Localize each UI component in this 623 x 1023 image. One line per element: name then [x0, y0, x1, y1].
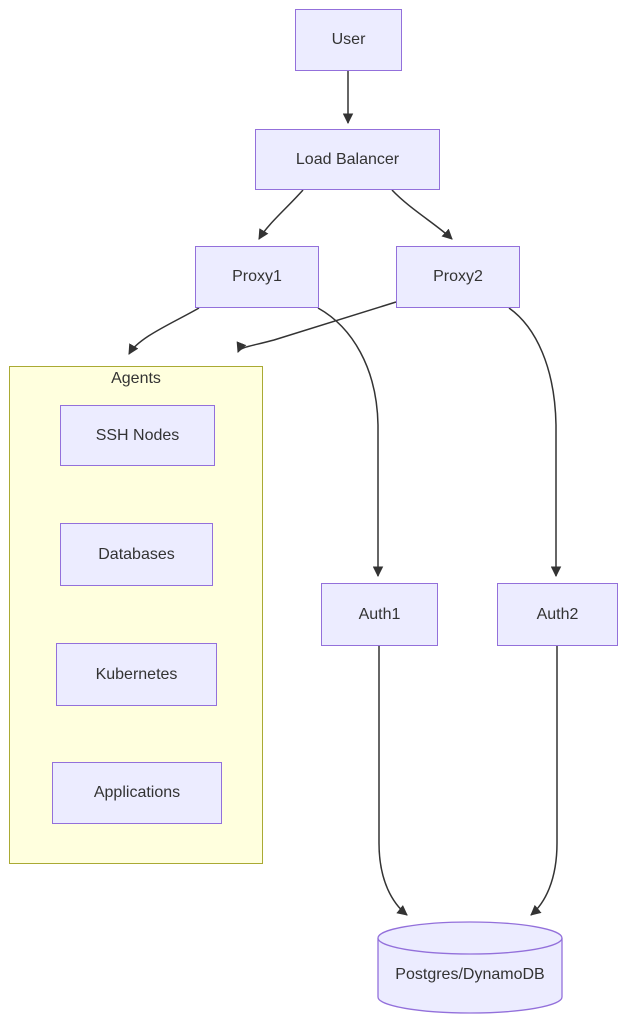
node-load-balancer-label: Load Balancer	[295, 150, 400, 168]
node-applications-label: Applications	[93, 784, 181, 801]
node-auth1-label: Auth1	[358, 605, 401, 623]
node-auth2-label: Auth2	[536, 605, 579, 623]
node-user: User	[295, 9, 402, 71]
node-proxy1-label: Proxy1	[232, 268, 282, 285]
node-ssh-nodes: SSH Nodes	[60, 405, 215, 466]
node-proxy1: Proxy1	[195, 246, 319, 308]
datastore-top-ellipse	[377, 921, 563, 955]
edge-loadbalancer-to-proxy1	[258, 189, 304, 240]
node-datastore-label: Postgres/DynamoDB	[395, 966, 545, 983]
node-databases: Databases	[60, 523, 213, 586]
edge-proxy2-to-agents	[236, 301, 397, 353]
node-user-label: User	[331, 31, 366, 48]
edge-auth1-to-datastore	[378, 646, 408, 916]
edge-proxy1-to-auth1	[317, 307, 384, 578]
node-proxy2: Proxy2	[396, 246, 520, 308]
node-databases-label: Databases	[98, 545, 175, 563]
node-ssh-nodes-label: SSH Nodes	[95, 426, 180, 444]
node-load-balancer: Load Balancer	[255, 129, 440, 190]
datastore-shape	[377, 921, 563, 1014]
datastore-body	[377, 938, 563, 1014]
node-applications: Applications	[52, 762, 222, 824]
node-kubernetes: Kubernetes	[56, 643, 217, 706]
edge-loadbalancer-to-proxy2	[391, 189, 453, 240]
node-auth1: Auth1	[321, 583, 438, 646]
edge-auth2-to-datastore	[530, 646, 558, 916]
node-kubernetes-label: Kubernetes	[95, 665, 178, 683]
node-auth2: Auth2	[497, 583, 618, 646]
edge-proxy1-to-agents	[128, 307, 200, 355]
edge-proxy2-to-auth2	[508, 307, 562, 578]
agents-cluster-label: Agents	[111, 370, 161, 387]
node-proxy2-label: Proxy2	[433, 268, 483, 285]
